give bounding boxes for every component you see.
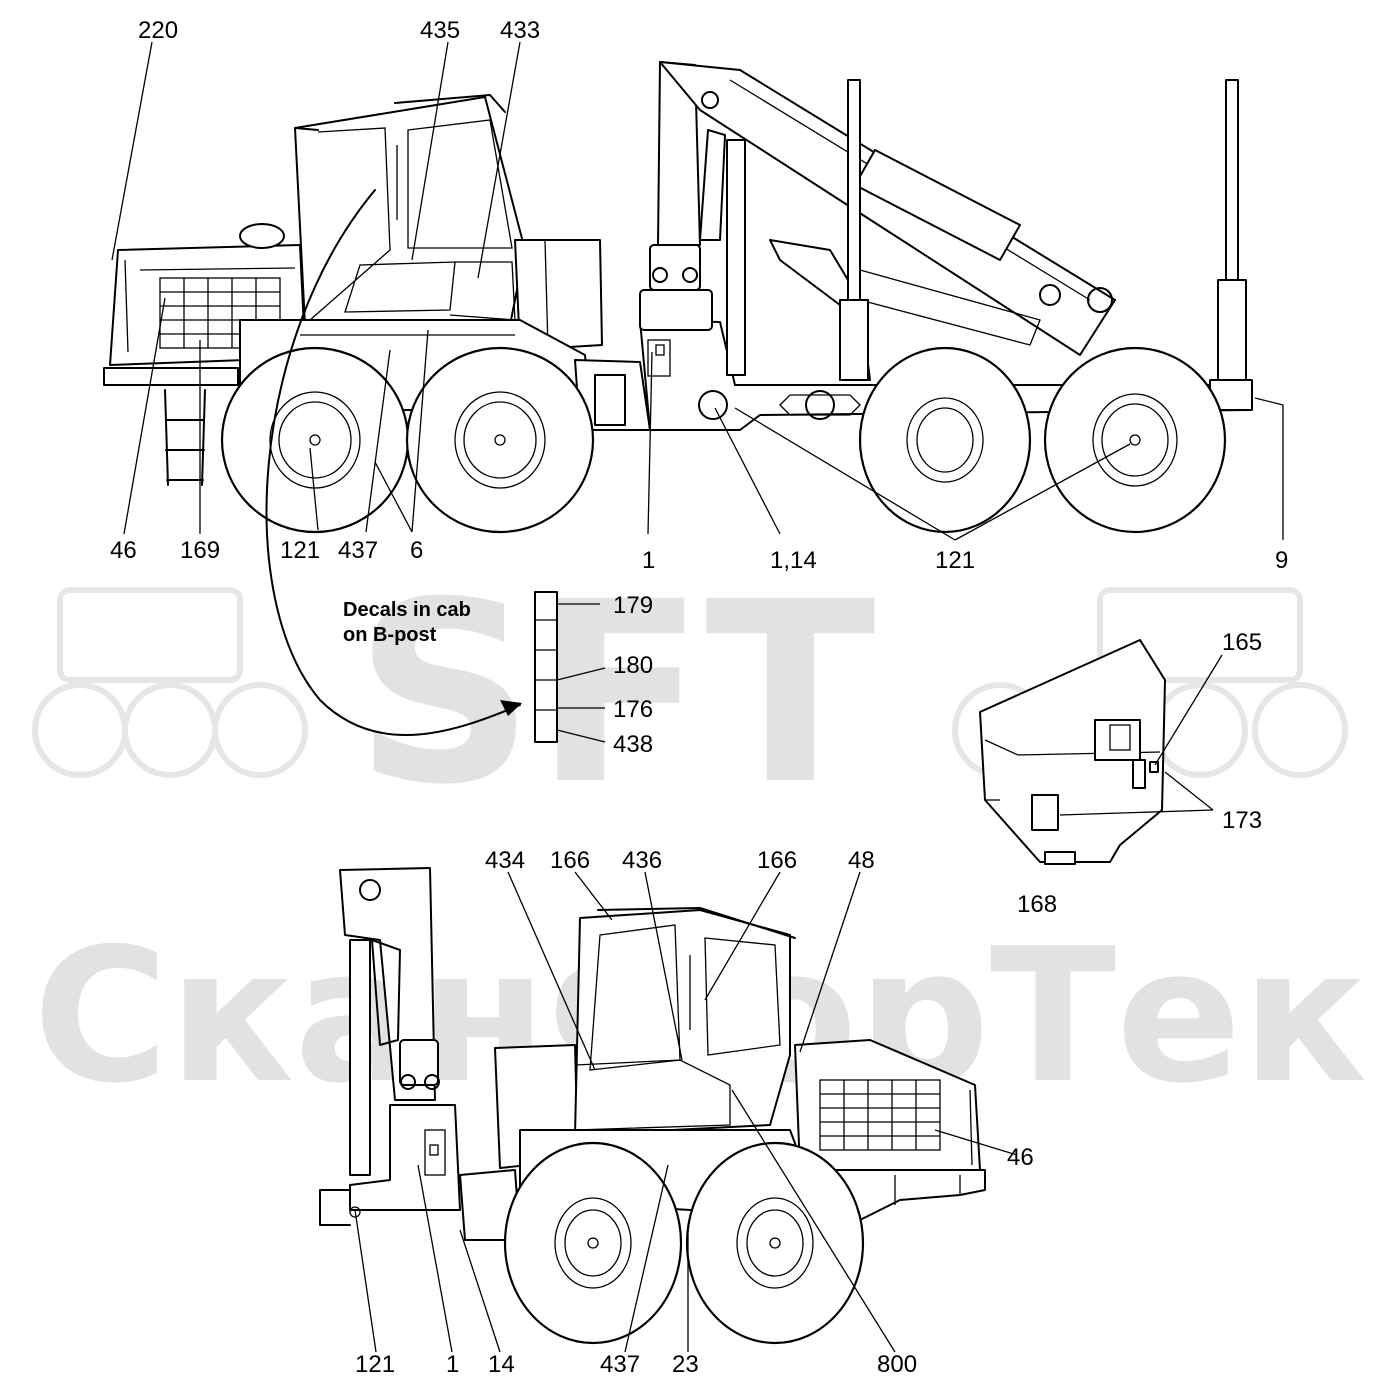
callout-14: 14 xyxy=(488,1351,515,1378)
callout-169: 169 xyxy=(180,537,220,564)
bottom-forwarder-drawing xyxy=(319,867,986,1345)
bpost-note: Decals in cab on B-post xyxy=(343,599,471,646)
callout-220: 220 xyxy=(138,17,178,44)
callout-800: 800 xyxy=(877,1351,917,1378)
callout-23: 23 xyxy=(672,1351,699,1378)
callout-179: 179 xyxy=(613,592,653,619)
callout-438: 438 xyxy=(613,731,653,758)
top-wheel-3 xyxy=(858,346,1032,534)
callout-1-14: 1,14 xyxy=(770,547,817,574)
bpost-strip xyxy=(534,591,606,743)
callout-173: 173 xyxy=(1222,807,1262,834)
callout-434: 434 xyxy=(485,847,525,874)
callout-121-bottom: 121 xyxy=(355,1351,395,1378)
callout-437-top: 437 xyxy=(338,537,378,564)
callout-435: 435 xyxy=(420,17,460,44)
callout-1-bottom: 1 xyxy=(446,1351,459,1378)
callout-180: 180 xyxy=(613,652,653,679)
callout-121-top-right: 121 xyxy=(935,547,975,574)
bottom-leader-lines xyxy=(354,871,1018,1353)
top-wheel-2 xyxy=(405,346,595,534)
bpost-note-line1: Decals in cab xyxy=(343,599,471,621)
detail-panel xyxy=(979,639,1223,865)
top-callouts: 220 435 433 46 169 121 437 6 1 1,14 121 … xyxy=(110,17,1288,574)
callout-6: 6 xyxy=(410,537,423,564)
bpost-callouts: 179 180 176 438 xyxy=(613,592,653,758)
detail-callouts: 165 173 168 xyxy=(1017,629,1262,918)
callout-436: 436 xyxy=(622,847,662,874)
top-wheel-4 xyxy=(1043,346,1227,534)
bottom-wheel-1 xyxy=(503,1141,683,1345)
bpost-arrow xyxy=(265,189,521,737)
callout-46-top: 46 xyxy=(110,537,137,564)
watermark-logo: SFT xyxy=(354,548,875,839)
callout-176: 176 xyxy=(613,696,653,723)
top-leader-lines xyxy=(111,41,1284,541)
callout-48: 48 xyxy=(848,847,875,874)
bpost-note-line2: on B-post xyxy=(343,624,437,646)
top-forwarder-drawing xyxy=(103,61,1253,534)
callout-1-top: 1 xyxy=(642,547,655,574)
callout-168: 168 xyxy=(1017,891,1057,918)
callout-121-top-left: 121 xyxy=(280,537,320,564)
callout-165: 165 xyxy=(1222,629,1262,656)
callout-9: 9 xyxy=(1275,547,1288,574)
callout-166-right: 166 xyxy=(757,847,797,874)
callout-46-bottom: 46 xyxy=(1007,1144,1034,1171)
bpost-arrow-head xyxy=(500,700,522,716)
bottom-callouts: 434 166 436 166 48 46 121 1 14 437 23 80… xyxy=(355,847,1034,1378)
callout-437-bottom: 437 xyxy=(600,1351,640,1378)
watermark-tractor-left-icon xyxy=(32,587,308,778)
callout-433: 433 xyxy=(500,17,540,44)
bottom-wheel-2 xyxy=(685,1141,865,1345)
callout-166-left: 166 xyxy=(550,847,590,874)
